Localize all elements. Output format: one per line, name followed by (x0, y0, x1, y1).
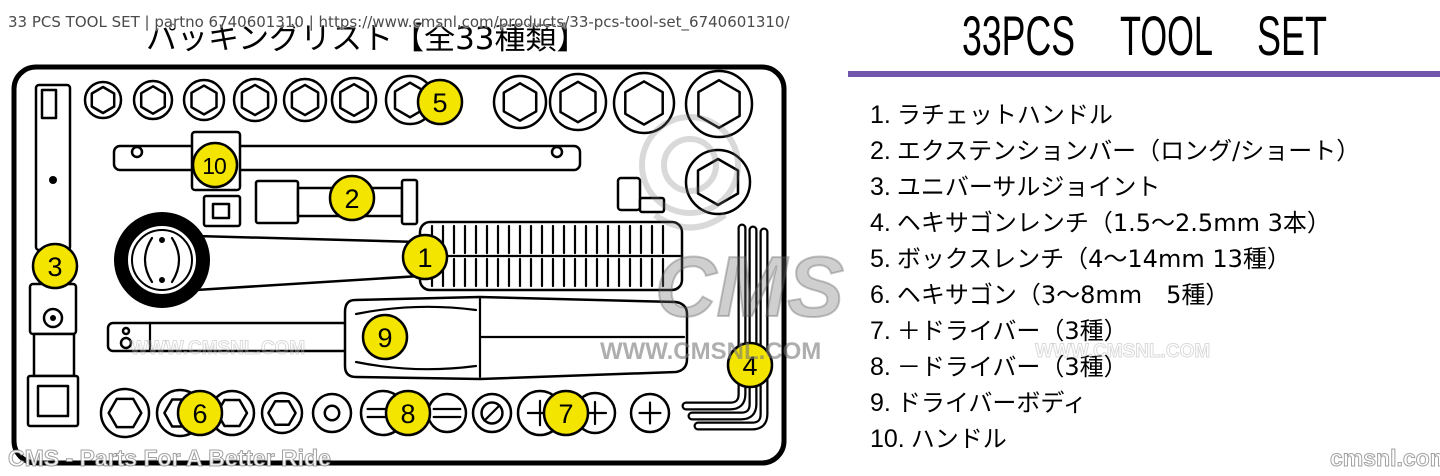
flat-bit (426, 392, 468, 434)
legend-item: 5.ボックスレンチ（4～14mm 13種） (870, 241, 1360, 277)
watermark-url: WWW.CMSNL.COM (1034, 341, 1211, 363)
legend-text: エクステンションバー（ロング/ショート） (896, 137, 1361, 165)
callout-1: 1 (401, 233, 449, 281)
set-title-word: 33PCS (962, 4, 1075, 67)
callout-label: 8 (400, 399, 415, 429)
legend-item: 9.ドライバーボディ (870, 385, 1360, 421)
watermark-url: WWW.CMSNL.COM (600, 338, 822, 365)
legend-text: ハンドル (910, 425, 1007, 453)
legend-text: ラチェットハンドル (896, 101, 1113, 129)
flat-bit (471, 392, 513, 434)
legend-item: 6.ヘキサゴン（3～8mm 5種） (870, 277, 1360, 313)
socket (492, 74, 548, 130)
legend-number: 8. (870, 353, 891, 381)
callout-label: 9 (377, 323, 392, 353)
legend-item: 1.ラチェットハンドル (870, 97, 1360, 133)
legend-number: 10. (870, 425, 905, 453)
bit-row-bottom (99, 387, 671, 439)
callout-label: 1 (417, 243, 432, 273)
legend-text: ＋ドライバー（3種） (896, 317, 1128, 345)
legend-item: 7.＋ドライバー（3種） (870, 313, 1360, 349)
callout-label: 10 (202, 153, 226, 179)
callout-3: 3 (31, 242, 79, 290)
universal-joint (26, 83, 80, 428)
watermark-site: cmsnl.com (1329, 445, 1440, 472)
legend-number: 7. (870, 317, 891, 345)
legend-text: －ドライバー（3種） (896, 353, 1128, 381)
socket (330, 76, 378, 124)
socket (83, 80, 123, 120)
title-underline (848, 71, 1440, 77)
socket (548, 72, 608, 132)
callout-5: 5 (416, 78, 464, 126)
legend-text: ヘキサゴンレンチ（1.5～2.5mm 3本） (896, 209, 1331, 237)
bit-adapter (616, 176, 666, 214)
driver-body (343, 295, 689, 381)
callout-7: 7 (542, 389, 590, 437)
callout-10: 10 (191, 141, 239, 189)
hex-wrench-set (681, 223, 769, 431)
callout-6: 6 (176, 389, 224, 437)
tool-set-diagram: 1 2 3 4 5 6 7 8 9 10 (11, 64, 787, 466)
legend-item: 10.ハンドル (870, 421, 1360, 457)
callout-label: 3 (47, 252, 62, 282)
legend-number: 4. (870, 209, 891, 237)
socket (232, 77, 278, 123)
legend-text: ヘキサゴン（3～8mm 5種） (896, 281, 1230, 309)
socket (684, 69, 754, 139)
watermark-url: WWW.CMSNL.COM (129, 338, 306, 360)
legend-number: 2. (870, 137, 891, 165)
parts-legend: 1.ラチェットハンドル 2.エクステンションバー（ロング/ショート） 3.ユニバ… (870, 97, 1360, 457)
socket (282, 77, 328, 123)
callout-8: 8 (384, 389, 432, 437)
t-handle-bar (112, 144, 582, 172)
legend-item: 4.ヘキサゴンレンチ（1.5～2.5mm 3本） (870, 205, 1360, 241)
legend-number: 5. (870, 245, 891, 273)
callout-label: 7 (558, 399, 573, 429)
socket (182, 78, 226, 122)
set-title: 33PCS TOOL SET (962, 4, 1327, 67)
ratchet-handle (114, 212, 684, 308)
legend-item: 3.ユニバーサルジョイント (870, 169, 1360, 205)
callout-9: 9 (361, 313, 409, 361)
watermark-emblem (639, 114, 741, 231)
legend-number: 9. (870, 389, 891, 417)
callout-label: 5 (432, 88, 447, 118)
watermark-tagline: CMS - Parts For A Better Ride (8, 445, 332, 472)
callout-2: 2 (328, 174, 376, 222)
callout-label: 4 (742, 351, 757, 381)
diagram-title: パッキングリスト【全33種類】 (146, 21, 588, 57)
legend-text: ドライバーボディ (896, 389, 1087, 417)
hex-bit (311, 392, 353, 434)
socket (684, 148, 752, 216)
socket-row-top (83, 69, 754, 216)
legend-number: 6. (870, 281, 891, 309)
callout-label: 6 (192, 399, 207, 429)
phillips-bit (629, 392, 671, 434)
set-title-word: SET (1257, 4, 1327, 67)
legend-text: ユニバーサルジョイント (896, 173, 1161, 201)
socket (612, 71, 676, 135)
page-caption: 33 PCS TOOL SET | partno 6740601310 | ht… (8, 13, 790, 31)
hex-bit (260, 391, 304, 435)
socket (132, 79, 174, 121)
set-title-word: TOOL (1120, 4, 1213, 67)
legend-text: ボックスレンチ（4～14mm 13種） (896, 245, 1291, 273)
legend-number: 1. (870, 101, 891, 129)
legend-item: 8.－ドライバー（3種） (870, 349, 1360, 385)
callout-label: 2 (344, 184, 359, 214)
legend-number: 3. (870, 173, 891, 201)
callout-4: 4 (726, 341, 774, 389)
hex-bit (99, 387, 151, 439)
legend-item: 2.エクステンションバー（ロング/ショート） (870, 133, 1360, 169)
screwdriver-shaft (106, 321, 350, 353)
watermark-logo: CMS (654, 239, 845, 336)
